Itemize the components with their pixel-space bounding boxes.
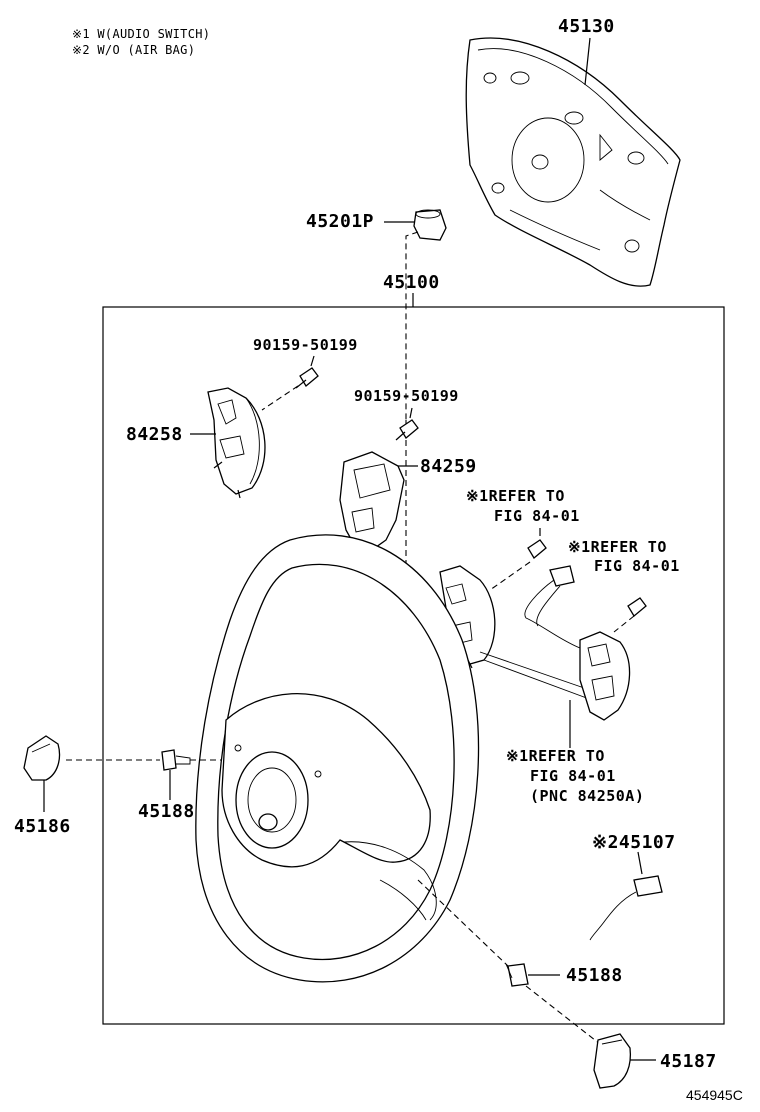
label-ref2-line1: ※1REFER TO (568, 538, 667, 556)
steering-wheel-45100 (195, 534, 480, 983)
label-90159-a: 90159-50199 (253, 336, 358, 354)
airbag-pad-45130 (465, 37, 681, 287)
dash-ref2 (613, 615, 635, 633)
label-ref3-line2: FIG 84-01 (530, 767, 616, 785)
label-45186: 45186 (14, 816, 71, 837)
harness-45107 (589, 875, 663, 941)
label-ref3-line1: ※1REFER TO (506, 747, 605, 765)
screw-90159-a (295, 367, 319, 389)
screw-45188-left (161, 749, 191, 771)
leader-45107 (637, 851, 643, 875)
note-no-airbag: ※2 W/O (AIR BAG) (72, 43, 196, 57)
label-90159-b: 90159-50199 (354, 387, 459, 405)
label-45107: ※245107 (592, 832, 676, 853)
label-ref1-line1: ※1REFER TO (466, 487, 565, 505)
switch-84258 (207, 387, 266, 499)
label-45188-right: 45188 (566, 965, 623, 986)
dash-45188-right-upper (417, 879, 509, 967)
label-45187: 45187 (660, 1051, 717, 1072)
switch-84259 (339, 451, 405, 557)
label-ref3-line3: (PNC 84250A) (530, 787, 645, 805)
label-ref1-line2: FIG 84-01 (494, 507, 580, 525)
leader-45130 (584, 37, 591, 86)
note-audio-switch: ※1 W(AUDIO SWITCH) (72, 27, 211, 41)
dash-ref1 (489, 561, 531, 591)
label-45201p: 45201P (306, 211, 375, 232)
screw-45188-right (505, 963, 529, 987)
label-ref2-line2: FIG 84-01 (594, 557, 680, 575)
leader-90159-a (310, 355, 315, 367)
label-84259: 84259 (420, 456, 477, 477)
leader-90159-b (409, 407, 413, 419)
label-45100: 45100 (383, 272, 440, 293)
label-84258: 84258 (126, 424, 183, 445)
figure-id: 454945C (686, 1087, 743, 1103)
cover-45186 (23, 735, 61, 781)
label-45188-left: 45188 (138, 801, 195, 822)
screw-90159-b (395, 419, 419, 441)
dash-45188-right-lower (525, 985, 601, 1045)
nut-45201p (413, 209, 447, 241)
dash-45201p (405, 231, 419, 420)
dash-90159-a (261, 385, 299, 411)
cover-45187 (593, 1033, 632, 1089)
label-45130: 45130 (558, 16, 615, 37)
